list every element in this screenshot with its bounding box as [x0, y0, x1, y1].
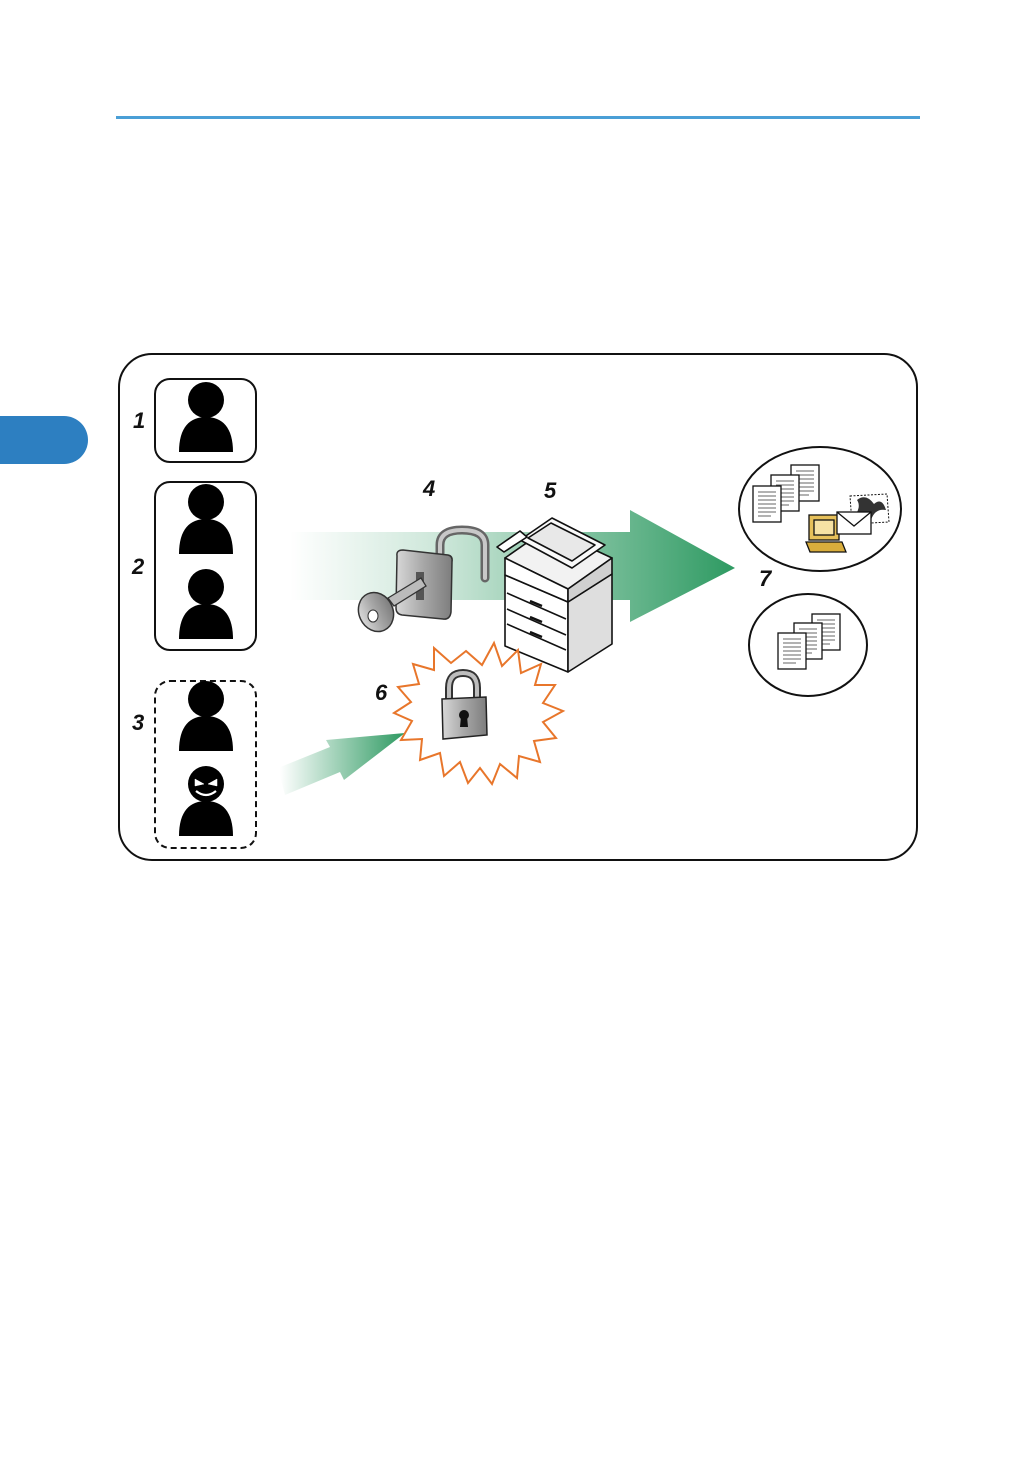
attacker-icon — [179, 766, 233, 836]
user-icon — [179, 382, 233, 452]
user-icon — [179, 569, 233, 639]
attack-arrow — [278, 733, 405, 795]
multifunction-printer-icon — [497, 518, 612, 672]
user-icon — [179, 484, 233, 554]
user-icon — [179, 681, 233, 751]
envelope-icon — [837, 512, 871, 534]
